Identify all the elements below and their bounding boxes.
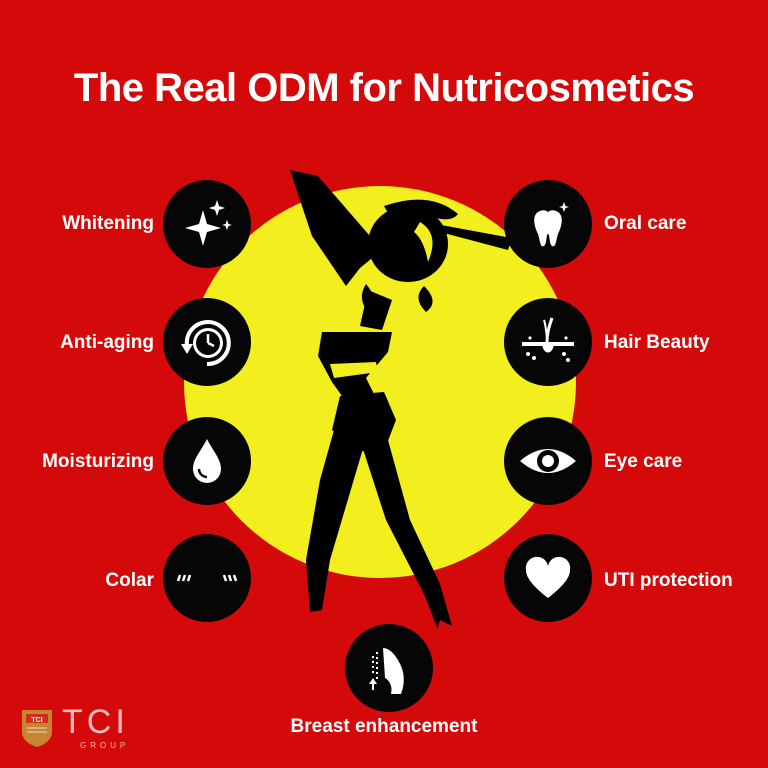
benefit-badge-oral-care xyxy=(504,180,592,268)
logo-name: TCI xyxy=(62,703,129,741)
page-title: The Real ODM for Nutricosmetics xyxy=(73,66,695,110)
logo-subtitle: GROUP xyxy=(80,741,130,750)
benefit-badge-uti-protection xyxy=(504,534,592,622)
benefit-badge-moisturizing xyxy=(163,417,251,505)
heart-icon xyxy=(525,556,571,598)
benefit-label-eye-care: Eye care xyxy=(604,451,683,472)
tci-group-logo: TCI TCI GROUP xyxy=(20,703,150,754)
breast-profile-icon xyxy=(369,648,404,694)
benefit-label-hair-beauty: Hair Beauty xyxy=(604,332,710,353)
hair-follicle-icon xyxy=(522,317,574,362)
benefit-label-moisturizing: Moisturizing xyxy=(42,451,154,472)
eye-icon xyxy=(520,449,576,473)
benefit-label-oral-care: Oral care xyxy=(604,213,687,234)
benefit-badge-breast-enhancement xyxy=(345,624,433,712)
benefit-badge-anti-aging xyxy=(163,298,251,386)
benefit-label-colar: Colar xyxy=(105,570,154,591)
tooth-icon xyxy=(534,202,569,247)
collagen-strokes-icon xyxy=(176,574,238,582)
benefit-badge-hair-beauty xyxy=(504,298,592,386)
shield-icon: TCI xyxy=(22,710,52,747)
benefit-label-anti-aging: Anti-aging xyxy=(60,332,154,353)
benefit-badge-eye-care xyxy=(504,417,592,505)
benefit-label-whitening: Whitening xyxy=(62,213,154,234)
clock-icon xyxy=(181,320,231,367)
logo-badge-text: TCI xyxy=(31,717,42,724)
benefit-badge-colar xyxy=(163,534,251,622)
sparkles-icon xyxy=(185,200,232,246)
water-drop-icon xyxy=(193,439,221,483)
benefit-badge-whitening xyxy=(163,180,251,268)
benefit-label-breast-enhancement: Breast enhancement xyxy=(290,716,478,737)
benefit-label-uti-protection: UTI protection xyxy=(604,570,733,591)
